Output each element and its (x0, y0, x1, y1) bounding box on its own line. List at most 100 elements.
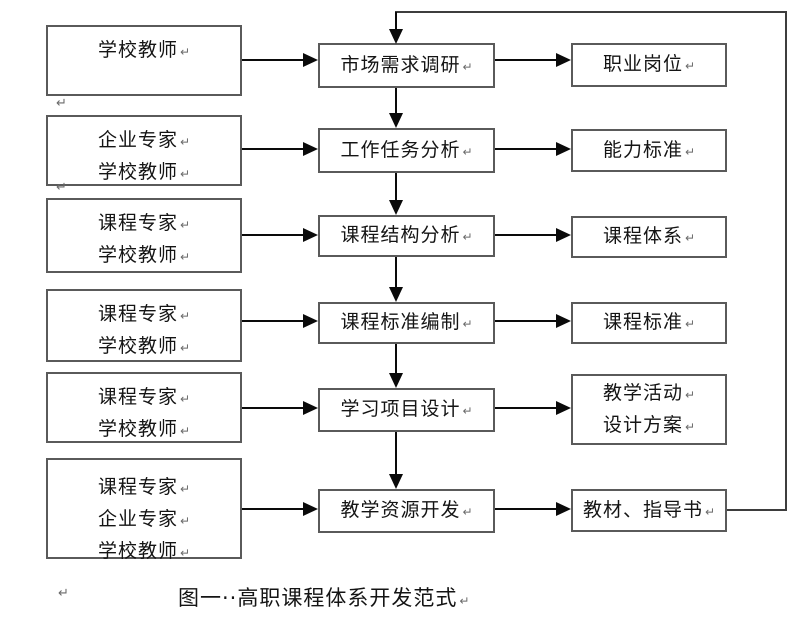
process-label: 课程结构分析↵ (340, 224, 473, 246)
return-mark-icon: ↵ (462, 59, 473, 74)
arrow-process-row3-to-row4 (395, 257, 397, 287)
output-label: 设计方案↵ (602, 413, 696, 436)
output-label: 课程体系↵ (602, 225, 696, 247)
actor-label: 企业专家↵ (97, 508, 191, 530)
arrowhead-right-icon (303, 314, 318, 328)
arrow-process-to-output-row3 (495, 234, 556, 236)
return-mark-icon: ↵ (179, 167, 191, 181)
output-label: 课程标准↵ (602, 311, 696, 333)
process-label: 工作任务分析↵ (340, 138, 473, 161)
feedback-arrow-into-process-row1 (395, 12, 397, 30)
feedback-line-from-output-row6 (727, 509, 787, 511)
actor-box-row4: 课程专家↵ 学校教师↵ (46, 289, 242, 362)
feedback-line-top (395, 11, 787, 13)
actor-label: 课程专家↵ (97, 303, 191, 325)
arrow-process-row4-to-row5 (395, 344, 397, 373)
return-mark-icon: ↵ (179, 341, 191, 355)
return-mark-icon: ↵ (684, 59, 696, 73)
arrow-process-to-output-row6 (495, 508, 556, 510)
arrow-process-to-output-row4 (495, 320, 556, 322)
return-mark-icon: ↵ (179, 482, 191, 496)
arrow-process-to-output-row2 (495, 148, 556, 150)
process-label: 课程标准编制↵ (340, 311, 473, 333)
return-mark-icon: ↵ (179, 546, 191, 560)
return-mark-icon: ↵ (462, 144, 473, 159)
arrowhead-down-icon (389, 373, 403, 388)
arrow-process-to-output-row5 (495, 407, 556, 409)
return-mark-icon: ↵ (56, 96, 67, 111)
output-box-row3: 课程体系↵ (571, 216, 727, 258)
return-mark-icon: ↵ (462, 230, 473, 244)
actor-label: 课程专家↵ (97, 212, 191, 234)
arrow-process-row1-to-row2 (395, 88, 397, 114)
output-box-row4: 课程标准↵ (571, 302, 727, 344)
process-box-row4: 课程标准编制↵ (318, 302, 495, 344)
return-mark-icon: ↵ (58, 586, 69, 601)
arrow-actors-to-process-row5 (242, 407, 304, 409)
output-box-row2: 能力标准↵ (571, 129, 727, 172)
actor-label: 课程专家↵ (97, 476, 191, 498)
return-mark-icon: ↵ (684, 144, 696, 159)
actor-label: 学校教师↵ (97, 161, 191, 183)
arrowhead-right-icon (556, 53, 571, 67)
arrowhead-down-icon (389, 200, 403, 215)
process-label: 学习项目设计↵ (340, 398, 473, 420)
actor-label: 学校教师↵ (97, 335, 191, 357)
actor-box-row3: 课程专家↵ 学校教师↵ (46, 198, 242, 273)
arrow-process-row2-to-row3 (395, 173, 397, 200)
output-box-row5: 教学活动↵ 设计方案↵ (571, 374, 727, 445)
actor-label: 学校教师↵ (97, 418, 191, 440)
output-box-row6: 教材、指导书↵ (571, 489, 727, 532)
return-mark-icon: ↵ (179, 514, 191, 528)
arrowhead-down-icon (389, 29, 403, 44)
return-mark-icon: ↵ (704, 504, 716, 519)
arrowhead-right-icon (556, 314, 571, 328)
actor-box-row5: 课程专家↵ 学校教师↵ (46, 372, 242, 443)
process-box-row3: 课程结构分析↵ (318, 215, 495, 257)
arrow-actors-to-process-row1 (242, 59, 304, 61)
output-label: 职业岗位↵ (602, 53, 696, 75)
return-mark-icon: ↵ (56, 180, 67, 195)
process-box-row1: 市场需求调研↵ (318, 43, 495, 88)
actor-box-row1: 学校教师↵ (46, 25, 242, 96)
arrow-actors-to-process-row4 (242, 320, 304, 322)
arrowhead-right-icon (303, 228, 318, 242)
arrowhead-down-icon (389, 113, 403, 128)
actor-box-row6: 课程专家↵ 企业专家↵ 学校教师↵ (46, 458, 242, 562)
arrow-actors-to-process-row6 (242, 508, 304, 510)
feedback-line-right (785, 11, 787, 510)
arrow-process-row5-to-row6 (395, 432, 397, 474)
actor-box-row2: 企业专家↵ 学校教师↵ (46, 115, 242, 186)
return-mark-icon: ↵ (179, 218, 191, 232)
process-label: 教学资源开发↵ (340, 499, 473, 521)
arrowhead-right-icon (303, 502, 318, 516)
return-mark-icon: ↵ (179, 424, 191, 438)
output-label: 能力标准↵ (602, 138, 696, 161)
arrowhead-right-icon (556, 142, 571, 156)
return-mark-icon: ↵ (462, 317, 473, 331)
actor-label: 学校教师↵ (97, 39, 191, 61)
arrowhead-right-icon (556, 228, 571, 242)
return-mark-icon: ↵ (684, 317, 696, 331)
arrowhead-right-icon (556, 502, 571, 516)
return-mark-icon: ↵ (462, 404, 473, 418)
actor-label: 学校教师↵ (97, 540, 191, 562)
return-mark-icon: ↵ (179, 309, 191, 323)
return-mark-icon: ↵ (179, 250, 191, 264)
return-mark-icon: ↵ (684, 387, 696, 402)
process-box-row5: 学习项目设计↵ (318, 388, 495, 432)
arrow-actors-to-process-row2 (242, 148, 304, 150)
arrow-process-to-output-row1 (495, 59, 556, 61)
return-mark-icon: ↵ (179, 45, 191, 59)
arrowhead-right-icon (303, 53, 318, 67)
output-label: 教学活动↵ (602, 381, 696, 404)
arrowhead-right-icon (303, 142, 318, 156)
output-box-row1: 职业岗位↵ (571, 43, 727, 87)
actor-label: 企业专家↵ (97, 129, 191, 151)
arrowhead-down-icon (389, 474, 403, 489)
return-mark-icon: ↵ (179, 392, 191, 406)
output-label: 教材、指导书↵ (582, 498, 716, 521)
return-mark-icon: ↵ (684, 419, 696, 434)
process-box-row6: 教学资源开发↵ (318, 489, 495, 533)
return-mark-icon: ↵ (462, 505, 473, 519)
